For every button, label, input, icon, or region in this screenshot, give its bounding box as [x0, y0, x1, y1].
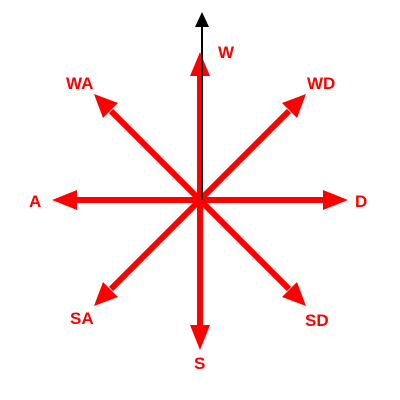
arrow-up-left-head	[94, 94, 118, 118]
arrow-left-head	[52, 190, 77, 210]
arrow-up-right-head	[282, 94, 306, 118]
label-up-right: WD	[307, 74, 335, 93]
arrow-right-head	[323, 190, 348, 210]
label-right: D	[355, 192, 367, 211]
label-down-left: SA	[70, 309, 94, 328]
arrow-up-right-shaft	[197, 108, 292, 203]
label-up-left: WA	[66, 74, 93, 93]
label-down: S	[194, 354, 205, 373]
arrow-down-right-shaft	[197, 197, 292, 292]
arrow-down-left-shaft	[108, 197, 203, 292]
label-down-right: SD	[305, 311, 329, 330]
label-left: A	[29, 192, 41, 211]
label-up: W	[218, 43, 235, 62]
pointer-arrow-head	[195, 12, 209, 27]
arrow-down-left-head	[94, 282, 118, 306]
arrow-down-head	[190, 325, 210, 350]
arrow-up-left-shaft	[108, 108, 203, 203]
arrow-up-head	[190, 52, 210, 76]
arrow-down-right-head	[282, 282, 306, 306]
